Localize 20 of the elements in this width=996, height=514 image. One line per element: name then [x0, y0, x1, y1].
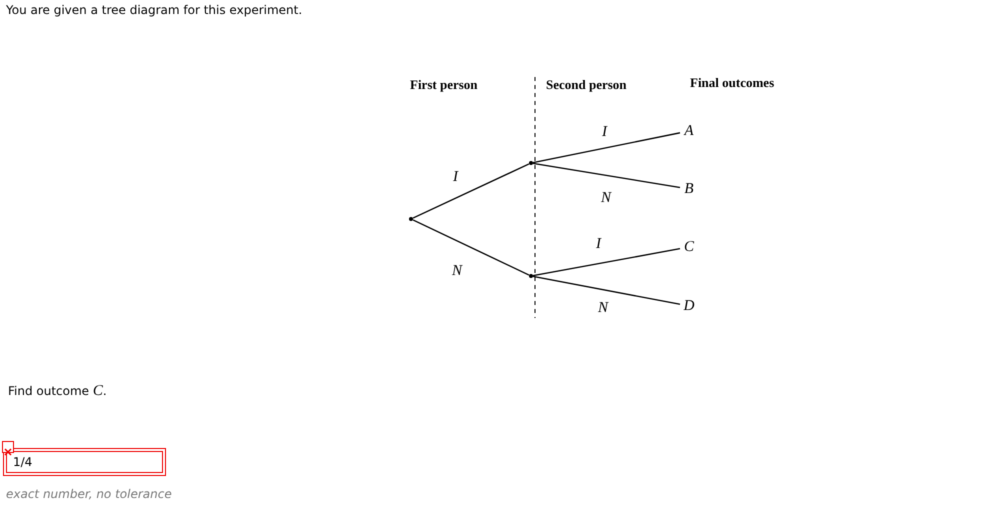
- column-heading: Final outcomes: [690, 75, 774, 91]
- outcome-letter: A: [680, 121, 698, 141]
- answer-field: 1/4: [6, 451, 163, 473]
- branch-line: [412, 219, 530, 276]
- outcome-letter: D: [680, 296, 698, 316]
- question-text: Find outcome C.: [8, 383, 107, 400]
- branch-point: [529, 274, 533, 278]
- hint-text: exact number, no tolerance: [6, 487, 172, 501]
- branch-line: [532, 162, 680, 188]
- column-heading: Second person: [546, 77, 627, 93]
- branch-point: [529, 161, 533, 165]
- instruction-text: You are given a tree diagram for this experiment.: [6, 3, 302, 17]
- branch-line: [412, 163, 530, 219]
- branch-line: [532, 276, 680, 305]
- outcome-letter: B: [680, 179, 698, 199]
- branch-line: [532, 132, 680, 164]
- outcome-letter: C: [680, 237, 698, 257]
- column-heading: First person: [410, 77, 478, 93]
- branch-point: [409, 217, 413, 221]
- branch-line: [532, 248, 680, 276]
